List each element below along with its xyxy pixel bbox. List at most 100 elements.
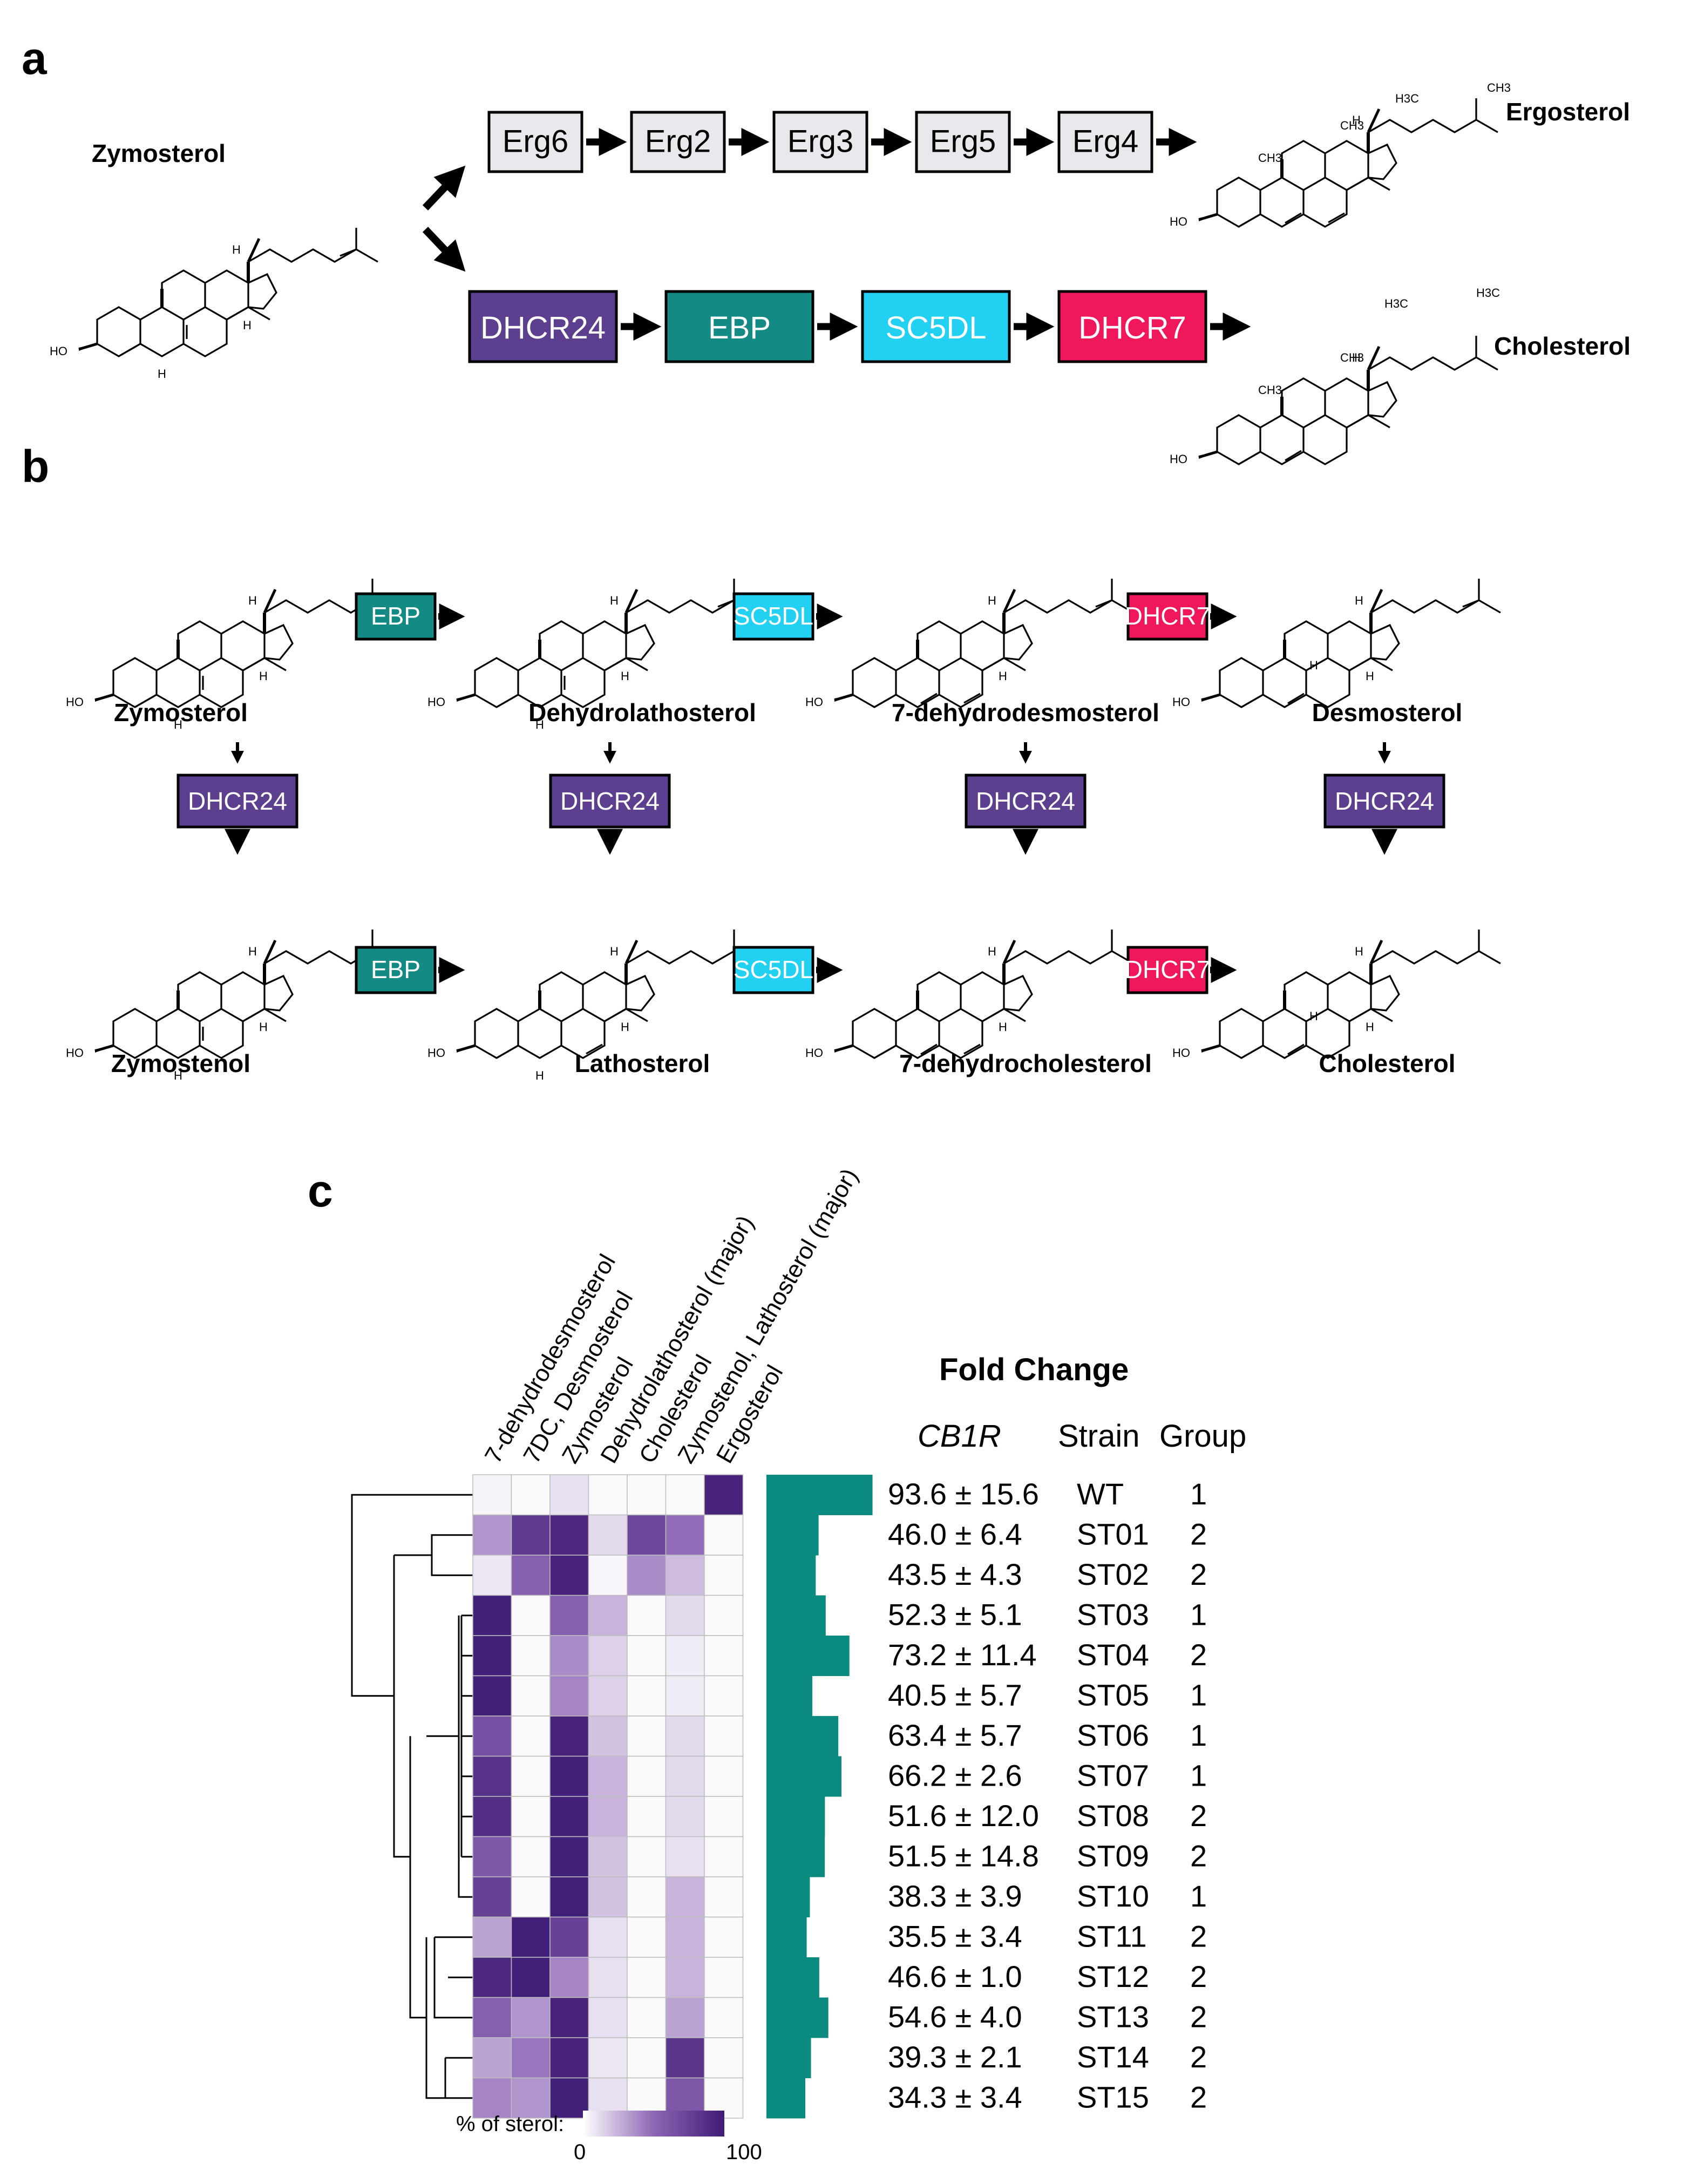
steroid-rings xyxy=(79,262,276,356)
fold-change-bar-st12 xyxy=(766,1957,819,1998)
strain-label-st12: ST12 xyxy=(1077,1959,1149,1993)
row-dendrogram xyxy=(351,1494,473,2099)
hydroxyl-atom: HO xyxy=(427,695,445,709)
fold-change-bar-st10 xyxy=(766,1877,810,1917)
enzyme-box-ebp xyxy=(355,592,437,641)
strain-label-st02: ST02 xyxy=(1077,1557,1149,1591)
strain-label-st10: ST10 xyxy=(1077,1879,1149,1913)
heat-cell-st08-c4 xyxy=(627,1796,667,1837)
enzyme-box-sc5dl xyxy=(861,290,1011,363)
heat-cell-st09-c6 xyxy=(704,1836,744,1877)
group-label-st01: 2 xyxy=(1190,1517,1207,1551)
hydroxyl-atom: HO xyxy=(805,1046,823,1060)
enzyme-label-sc5dl: SC5DL xyxy=(734,955,813,984)
heat-cell-st06-c5 xyxy=(665,1715,705,1757)
side-chain xyxy=(1368,356,1477,371)
steroid-rings xyxy=(457,964,654,1058)
heat-cell-st03-c5 xyxy=(665,1595,705,1636)
c20-hydrogen-atom: H xyxy=(248,945,257,958)
steroid-rings xyxy=(1201,613,1399,707)
fold-change-title: Fold Change xyxy=(939,1352,1129,1387)
dendrogram-branch xyxy=(444,2058,473,2099)
heat-cell-st13-c2 xyxy=(549,1997,589,2038)
enzyme-label-ebp: EBP xyxy=(708,310,771,345)
c14-hydrogen-atom: H xyxy=(621,669,629,683)
legend-min: 0 xyxy=(574,2140,586,2164)
delta7-bond xyxy=(586,1043,603,1055)
steroid-rings xyxy=(457,613,654,707)
strain-label-st14: ST14 xyxy=(1077,2040,1149,2074)
group-label-st07: 1 xyxy=(1190,1759,1207,1793)
strain-label-st09: ST09 xyxy=(1077,1839,1149,1873)
heat-cell-st02-c6 xyxy=(704,1555,744,1596)
side-chain-double-bond xyxy=(1462,599,1479,608)
heat-cell-st04-c4 xyxy=(627,1635,667,1677)
heat-cell-st07-c0 xyxy=(472,1755,512,1797)
group-label-st15: 2 xyxy=(1190,2080,1207,2114)
delta5-bond xyxy=(1285,450,1302,462)
heat-cell-st03-c3 xyxy=(588,1595,628,1636)
dendrogram-branch xyxy=(431,1534,473,1576)
heat-cell-st02-c3 xyxy=(588,1555,628,1596)
heat-cell-st10-c1 xyxy=(511,1876,551,1918)
heat-cell-st07-c1 xyxy=(511,1755,551,1797)
heat-cell-st07-c6 xyxy=(704,1755,744,1797)
enzyme-box-dhcr24 xyxy=(965,774,1087,829)
heat-cell-st08-c2 xyxy=(549,1796,589,1837)
heat-cell-st10-c6 xyxy=(704,1876,744,1918)
heat-cell-st08-c3 xyxy=(588,1796,628,1837)
c14-hydrogen-atom: H xyxy=(621,1020,629,1034)
heat-cell-st05-c3 xyxy=(588,1675,628,1717)
heat-cell-st04-c0 xyxy=(472,1635,512,1677)
heat-cell-st01-c1 xyxy=(511,1514,551,1556)
heat-cell-st04-c3 xyxy=(588,1635,628,1677)
heat-cell-st05-c2 xyxy=(549,1675,589,1717)
heat-cell-st14-c3 xyxy=(588,2037,628,2079)
strain-label-st01: ST01 xyxy=(1077,1517,1149,1551)
steroid-rings xyxy=(834,613,1032,707)
enzyme-label-ebp: EBP xyxy=(371,955,420,984)
panel-a-zymosterol-label: Zymosterol xyxy=(92,139,226,167)
group-label-st12: 2 xyxy=(1190,1959,1207,1993)
panel-b-bottom-label: Lathosterol xyxy=(575,1049,710,1077)
hydroxyl-atom: HO xyxy=(1172,695,1190,709)
steroid-rings xyxy=(95,613,293,707)
heat-cell-st14-c4 xyxy=(627,2037,667,2079)
heat-cell-st08-c1 xyxy=(511,1796,551,1837)
heat-cell-st15-c0 xyxy=(472,2077,512,2119)
heat-cell-st04-c6 xyxy=(704,1635,744,1677)
heat-cell-st01-c6 xyxy=(704,1514,744,1556)
col-header-cb1r: CB1R xyxy=(918,1419,1001,1454)
ergosterol-label: Ergosterol xyxy=(1506,98,1630,126)
c20-hydrogen-atom: H xyxy=(610,945,619,958)
enzyme-box-erg5 xyxy=(915,111,1011,173)
cb1r-value-st10: 38.3 ± 3.9 xyxy=(888,1879,1022,1913)
c5-hydrogen-atom: H xyxy=(535,718,544,731)
enzyme-label-dhcr7: DHCR7 xyxy=(1125,955,1210,984)
heat-cell-st08-c5 xyxy=(665,1796,705,1837)
delta5-bond xyxy=(920,693,938,704)
c21-methyl xyxy=(1369,588,1383,614)
panel-b-top-label: Desmosterol xyxy=(1312,698,1463,727)
fold-change-bar-st03 xyxy=(766,1595,826,1636)
heat-cell-st13-c5 xyxy=(665,1997,705,2038)
cb1r-value-st11: 35.5 ± 3.4 xyxy=(888,1920,1022,1954)
c5-hydrogen-atom: H xyxy=(158,367,166,381)
group-label-st10: 1 xyxy=(1190,1879,1207,1913)
enzyme-box-dhcr7 xyxy=(1057,290,1207,363)
strain-label-st11: ST11 xyxy=(1077,1920,1147,1954)
fold-change-bar-st05 xyxy=(766,1676,813,1717)
strain-label-st08: ST08 xyxy=(1077,1799,1149,1833)
heat-cell-st09-c1 xyxy=(511,1836,551,1877)
heat-cell-st09-c4 xyxy=(627,1836,667,1877)
panel-b-top-label: Dehydrolathosterol xyxy=(528,698,756,727)
heat-cell-st12-c0 xyxy=(472,1957,512,1998)
heat-cell-st11-c6 xyxy=(704,1916,744,1958)
heat-cell-st10-c5 xyxy=(665,1876,705,1918)
